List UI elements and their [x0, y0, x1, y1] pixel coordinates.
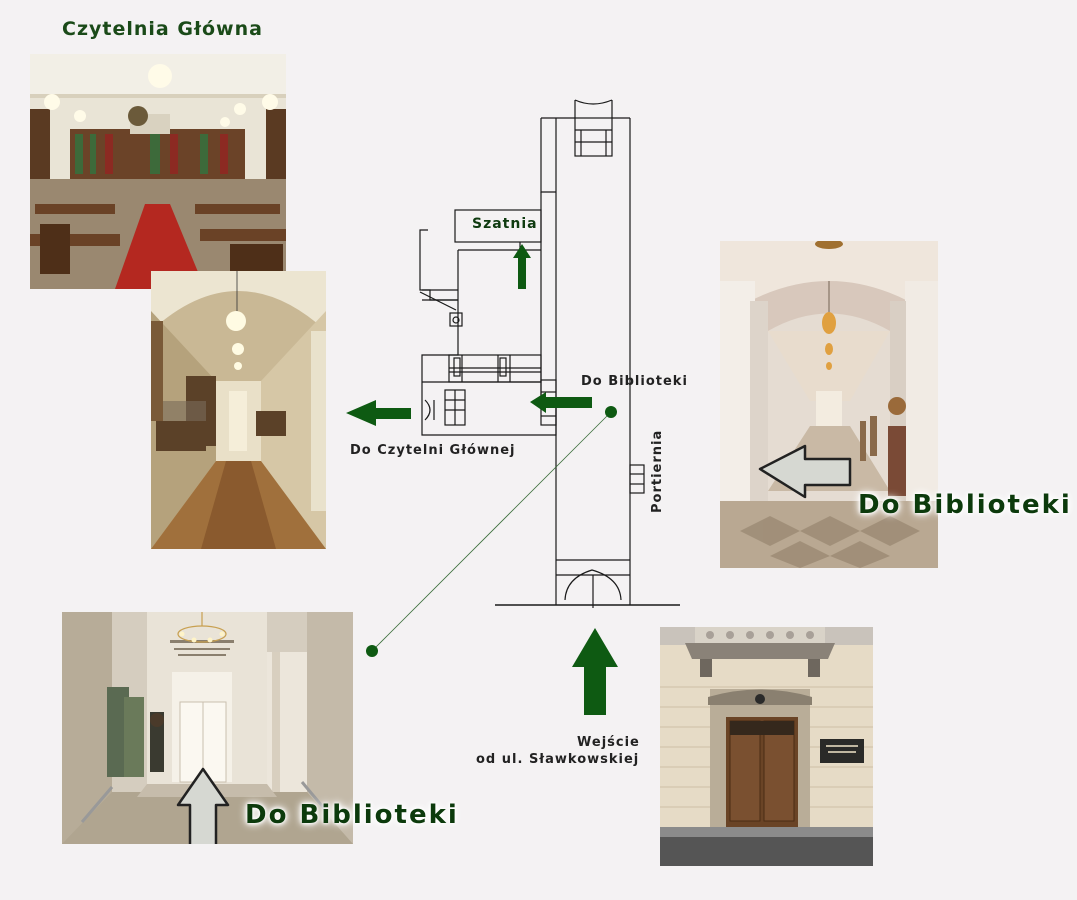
page-title: Czytelnia Główna — [62, 18, 263, 40]
corridor-outline — [540, 117, 631, 590]
arrow-left-czytelnia — [346, 400, 411, 426]
photo-vaulted-corridor — [720, 241, 938, 568]
connector-line — [371, 411, 612, 652]
arrow-gray-right-photo — [758, 444, 852, 499]
arrow-up-entrance — [572, 628, 618, 715]
label-do-biblioteki-plan: Do Biblioteki — [581, 374, 688, 389]
arrow-up-szatnia — [513, 244, 531, 289]
label-do-czytelni-glownej: Do Czytelni Głównej — [350, 443, 516, 458]
photo-reading-room — [30, 54, 286, 289]
label-wejscie-line2: od ul. Sławkowskiej — [476, 752, 640, 767]
photo-facade-doorway — [660, 627, 873, 866]
label-do-biblioteki-right: Do Biblioteki — [858, 490, 1072, 520]
label-wejscie-line1: Wejście — [577, 735, 640, 750]
photo-entrance-hall — [62, 612, 353, 844]
arrow-left-biblioteki — [530, 392, 592, 413]
connector-dot-photo — [366, 645, 378, 657]
connector-dot-plan — [605, 406, 617, 418]
arrow-gray-up-photo — [176, 767, 230, 844]
label-szatnia: Szatnia — [472, 216, 538, 232]
photo-corridor-vitrines — [151, 271, 326, 549]
label-portiernia: Portiernia — [650, 429, 665, 513]
szatnia-room — [454, 209, 542, 243]
label-do-biblioteki-left: Do Biblioteki — [245, 800, 459, 830]
